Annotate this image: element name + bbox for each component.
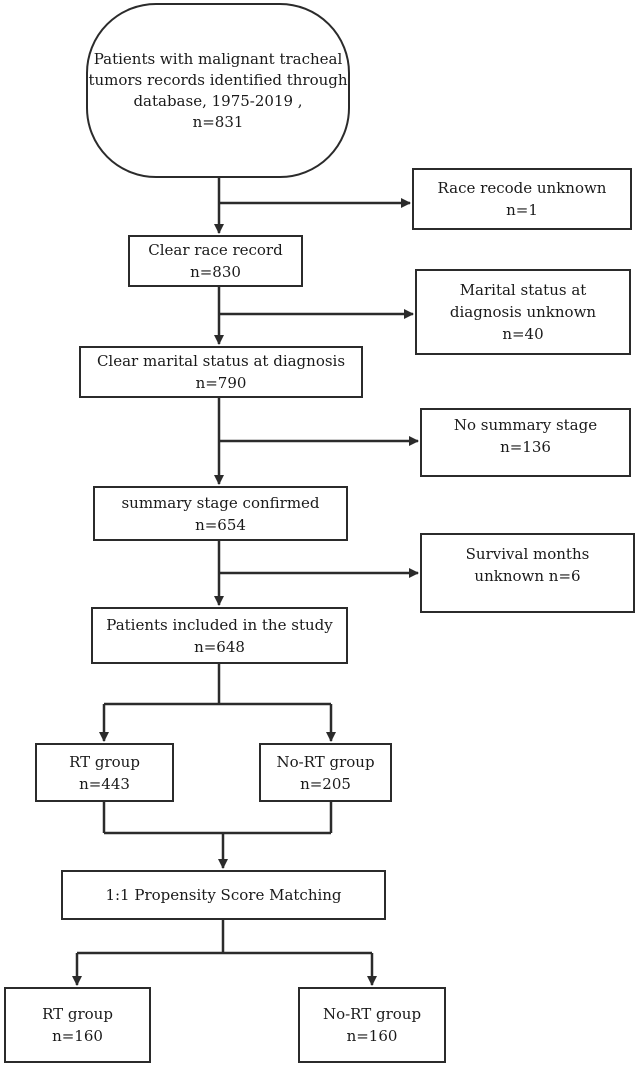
no-summary-label: No summary stage [453, 416, 598, 434]
rt-after-count: n=160 [52, 1027, 103, 1045]
included-label: Patients included in the study [106, 615, 333, 634]
box-survival-months-unknown: Survival months unknown n=6 [420, 533, 635, 613]
start-line-1: Patients with malignant tracheal [93, 49, 343, 68]
rt-after-label: RT group [42, 1005, 113, 1023]
box-clear-race-record: Clear race record n=830 [128, 235, 303, 287]
start-line-2: tumors records identified through [88, 70, 348, 89]
no-summary-count: n=136 [500, 438, 551, 456]
marital-unknown-line-2: diagnosis unknown [449, 303, 597, 321]
box-propensity-score-matching: 1:1 Propensity Score Matching [61, 870, 386, 920]
no-rt-after-label: No-RT group [322, 1005, 422, 1023]
race-unknown-count: n=1 [506, 201, 538, 219]
no-rt-after-count: n=160 [346, 1027, 398, 1045]
survival-unknown-line-1: Survival months [465, 545, 590, 563]
clear-marital-label: Clear marital status at diagnosis [96, 352, 346, 370]
clear-race-label: Clear race record [148, 241, 283, 259]
matching-label: 1:1 Propensity Score Matching [105, 886, 342, 904]
start-line-3: database, 1975-2019 , [133, 91, 303, 110]
clear-marital-count: n=790 [195, 374, 247, 392]
race-unknown-label: Race recode unknown [437, 179, 607, 197]
box-race-recode-unknown: Race recode unknown n=1 [412, 168, 632, 230]
box-no-rt-group-before: No-RT group n=205 [259, 743, 392, 802]
box-no-summary-stage: No summary stage n=136 [420, 408, 631, 477]
marital-unknown-line-1: Marital status at [459, 281, 587, 299]
no-rt-before-label: No-RT group [276, 752, 375, 771]
box-clear-marital-status: Clear marital status at diagnosis n=790 [79, 346, 363, 398]
rt-before-label: RT group [69, 752, 140, 771]
no-rt-before-count: n=205 [300, 774, 351, 793]
summary-confirmed-label: summary stage confirmed [121, 493, 320, 512]
summary-confirmed-count: n=654 [195, 515, 246, 534]
clear-race-count: n=830 [190, 263, 241, 281]
box-marital-status-unknown: Marital status at diagnosis unknown n=40 [415, 269, 631, 355]
start-line-4: n=831 [192, 112, 244, 131]
rt-before-count: n=443 [79, 774, 130, 793]
box-no-rt-group-after: No-RT group n=160 [298, 987, 446, 1063]
box-summary-stage-confirmed: summary stage confirmed n=654 [93, 486, 348, 541]
box-patients-included: Patients included in the study n=648 [91, 607, 348, 664]
included-count: n=648 [194, 637, 245, 656]
survival-unknown-line-2: unknown n=6 [474, 567, 581, 585]
start-box-patients-identified: Patients with malignant tracheal tumors … [86, 3, 350, 178]
box-rt-group-before: RT group n=443 [35, 743, 174, 802]
marital-unknown-count: n=40 [502, 325, 544, 343]
box-rt-group-after: RT group n=160 [4, 987, 151, 1063]
